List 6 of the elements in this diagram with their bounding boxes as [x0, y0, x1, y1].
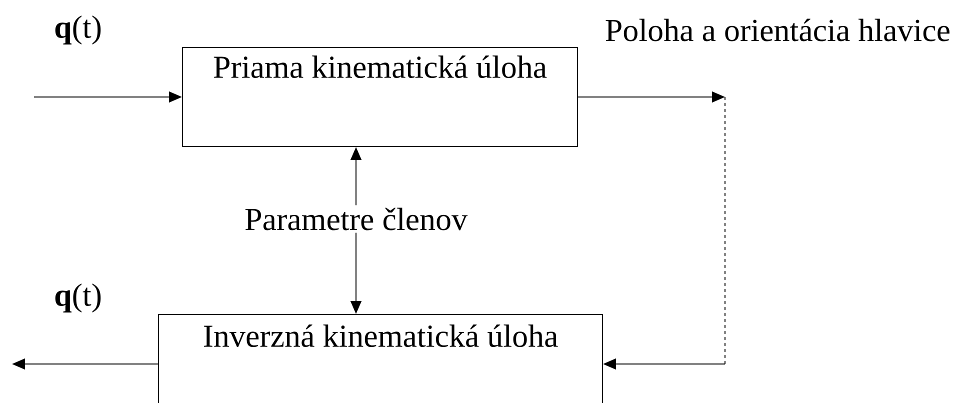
input-text: Parametre členov: [245, 208, 468, 230]
edge-label: q(t): [55, 284, 101, 312]
edge-label: Poloha a orientácia hlavice: [606, 18, 950, 42]
process-box: Inverzná kinematická úloha: [158, 314, 603, 403]
edge-label: q(t): [55, 16, 101, 44]
process-box: Priama kinematická úloha: [182, 47, 578, 147]
